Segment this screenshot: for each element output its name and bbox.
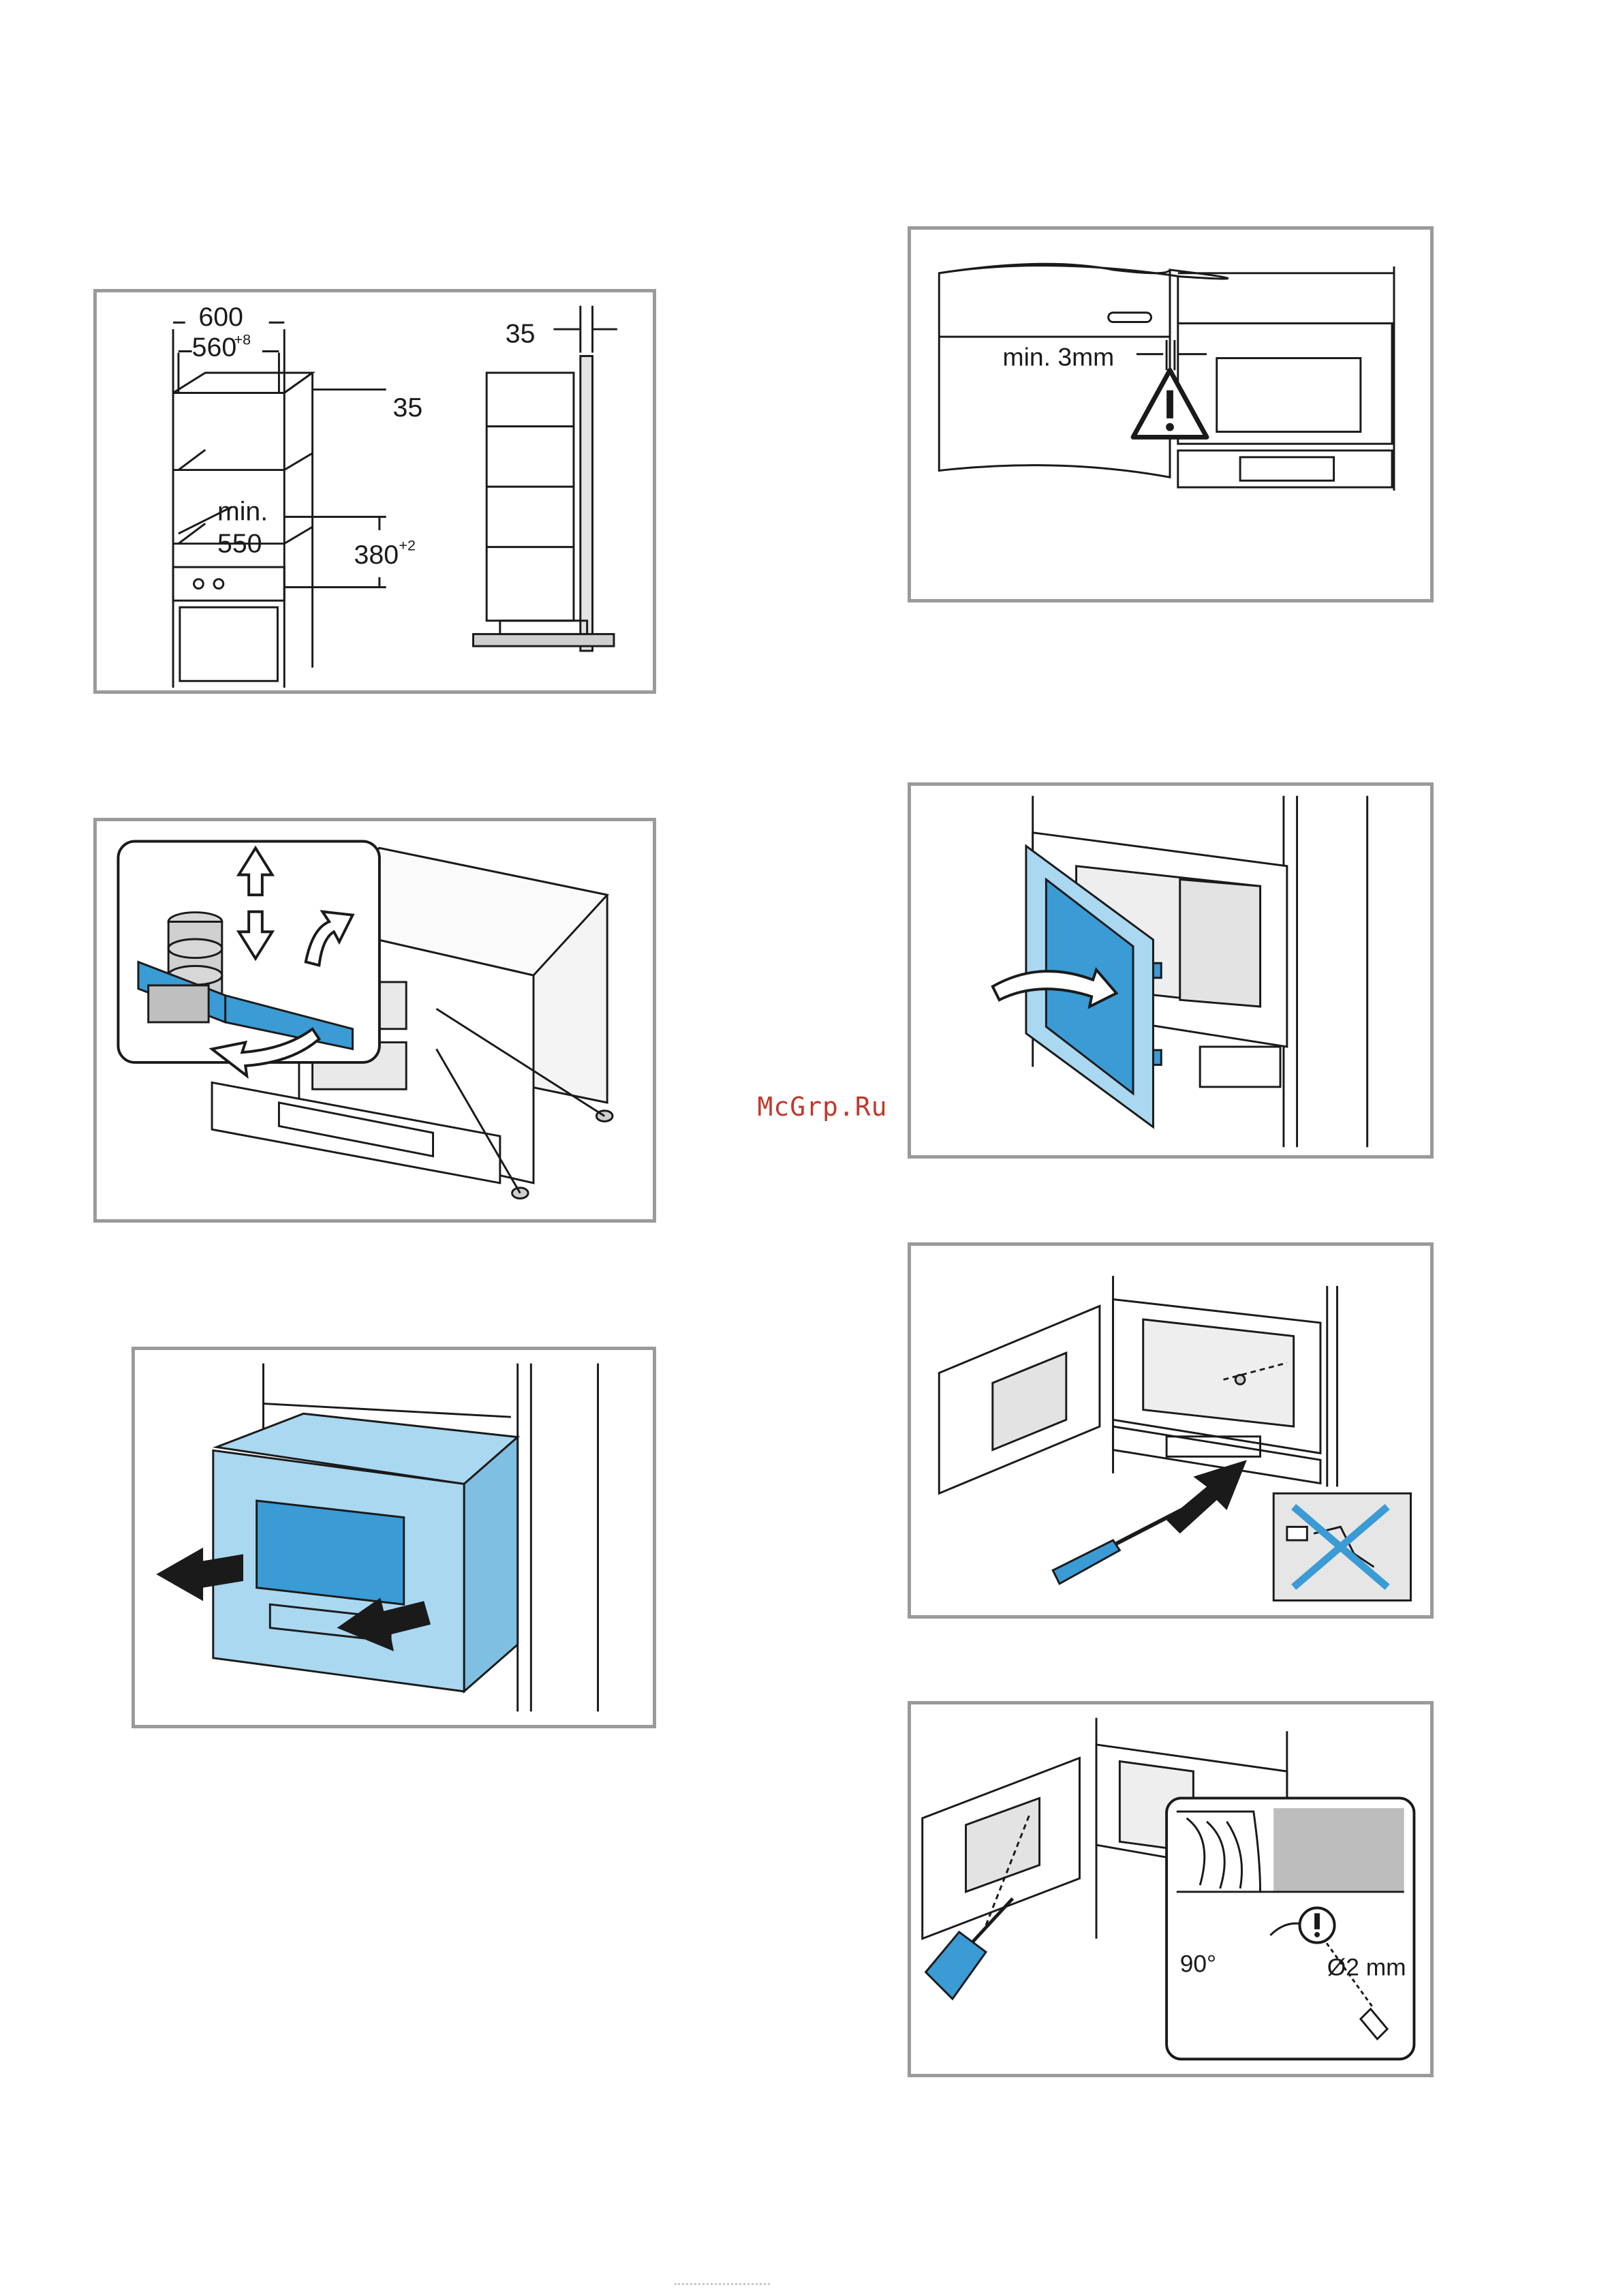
open-door-drawing [911, 786, 1430, 1155]
dim-height-tolerance: +2 [399, 537, 416, 554]
screw-fixing-drawing [911, 1246, 1430, 1615]
insert-appliance-drawing [135, 1350, 653, 1725]
watermark: McGrp.Ru [744, 1092, 901, 1122]
figure-insert-appliance [132, 1347, 656, 1728]
caution-icon [1300, 1908, 1335, 1942]
dim-width-outer: 600 [198, 302, 243, 332]
no-drill-box [1273, 1493, 1410, 1600]
footer-mark [675, 2283, 770, 2291]
gap-warning-drawing: min. 3mm [911, 230, 1430, 599]
leveling-feet-drawing [97, 821, 653, 1219]
angle-label: 90° [1180, 1951, 1216, 1978]
figure-gap-warning: min. 3mm [908, 226, 1434, 602]
figure-drill-hole: 90° Ø2 mm [908, 1701, 1434, 2077]
dim-min-depth: 550 [217, 528, 262, 558]
push-arrow-icon [1166, 1460, 1247, 1533]
dim-height: 380 [354, 540, 399, 570]
dim-width-inner-tolerance: +8 [234, 331, 251, 348]
gap-label: min. 3mm [1003, 342, 1115, 371]
dim-side-gap: 35 [506, 319, 536, 349]
dim-width-inner: 560 [192, 332, 237, 362]
drill-hole-drawing: 90° Ø2 mm [911, 1704, 1430, 2074]
diameter-label: Ø2 mm [1327, 1955, 1406, 1981]
figure-leveling-feet [93, 818, 656, 1223]
dim-depth-top: 35 [393, 393, 423, 423]
dim-min-label: min. [217, 496, 268, 526]
figure-screw-fixing [908, 1242, 1434, 1619]
niche-dimensions-drawing: 600 560 +8 35 min. 550 380 +2 35 [97, 292, 653, 690]
figure-open-door [908, 782, 1434, 1159]
figure-niche-dimensions: 600 560 +8 35 min. 550 380 +2 35 [93, 289, 656, 694]
